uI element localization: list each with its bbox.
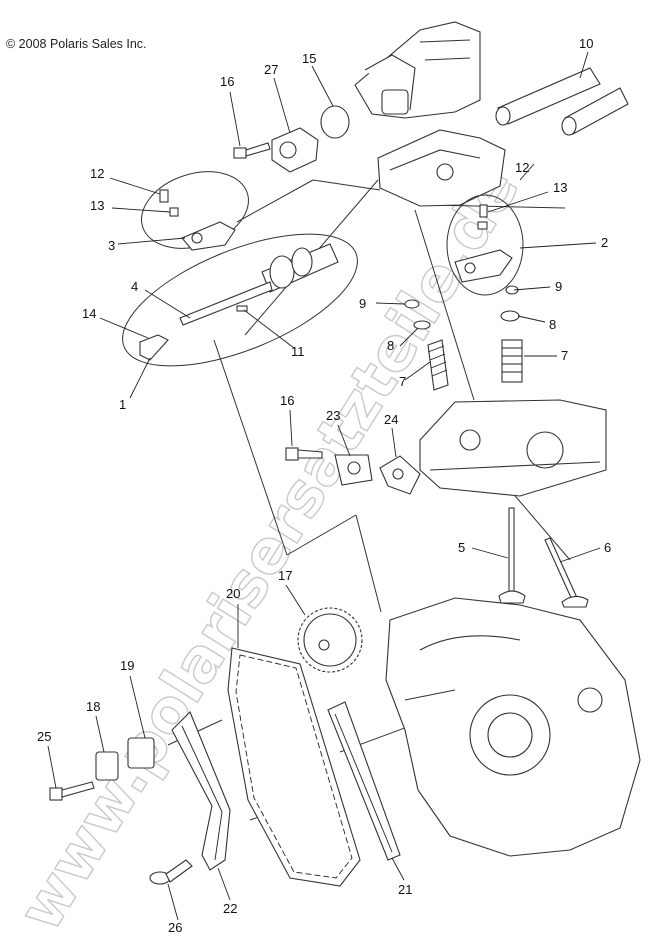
rocker-arm-left [141,171,249,251]
callout-11: 11 [291,344,305,359]
valve-spring-right [500,285,523,383]
callout-13-left: 13 [90,198,104,213]
callout-19: 19 [120,658,134,673]
callout-23: 23 [326,408,340,423]
callout-6: 6 [604,540,611,555]
intake-valve [498,507,526,604]
cam-chain-tensioner [334,454,373,486]
bolt-16-mid [285,447,323,461]
head-cover [354,21,481,119]
cam-housing [377,129,506,207]
blade-pivot [95,737,155,781]
callout-8-right: 8 [549,317,556,332]
callout-3: 3 [108,238,115,253]
camshaft-assembly [122,233,358,367]
callout-21: 21 [398,882,412,897]
callout-22: 22 [223,901,237,916]
callout-14: 14 [82,306,96,321]
tensioner-gasket [379,455,421,495]
camshaft-tubes [495,67,629,136]
callout-7-right: 7 [561,348,568,363]
callout-1: 1 [119,397,126,412]
tensioner-housing [271,105,350,173]
callout-4: 4 [131,279,138,294]
cam-sprocket [297,607,363,673]
callout-labels: 1 2 3 4 5 6 7 7 8 8 9 9 10 11 12 12 13 1… [37,36,611,935]
callout-5: 5 [458,540,465,555]
callout-16-top: 16 [220,74,234,89]
callout-20: 20 [226,586,240,601]
callout-10: 10 [579,36,593,51]
callout-18: 18 [86,699,100,714]
callout-2: 2 [601,235,608,250]
callout-13-right: 13 [553,180,567,195]
valve-spring-left [404,299,449,391]
callout-15: 15 [302,51,316,66]
callout-16-mid: 16 [280,393,294,408]
callout-8-left: 8 [387,338,394,353]
callout-7-left: 7 [399,374,406,389]
callout-9-right: 9 [555,279,562,294]
callout-17: 17 [278,568,292,583]
callout-26: 26 [168,920,182,935]
rocker-arm-right [446,194,524,296]
pivot-pin [149,859,193,885]
leader-lines [47,51,601,921]
cylinder-head [419,399,607,497]
callout-9-left: 9 [359,296,366,311]
callout-24: 24 [384,412,398,427]
callout-27: 27 [264,62,278,77]
cam-chain [227,647,361,887]
crankcase [385,597,641,857]
chain-guide [327,701,401,861]
tensioner-blade [171,711,231,871]
callout-12-left: 12 [90,166,104,181]
exhaust-valve [544,537,589,608]
copyright-notice: © 2008 Polaris Sales Inc. [6,37,147,51]
bolt-16-top [233,142,271,159]
callout-25: 25 [37,729,51,744]
callout-12-right: 12 [515,160,529,175]
